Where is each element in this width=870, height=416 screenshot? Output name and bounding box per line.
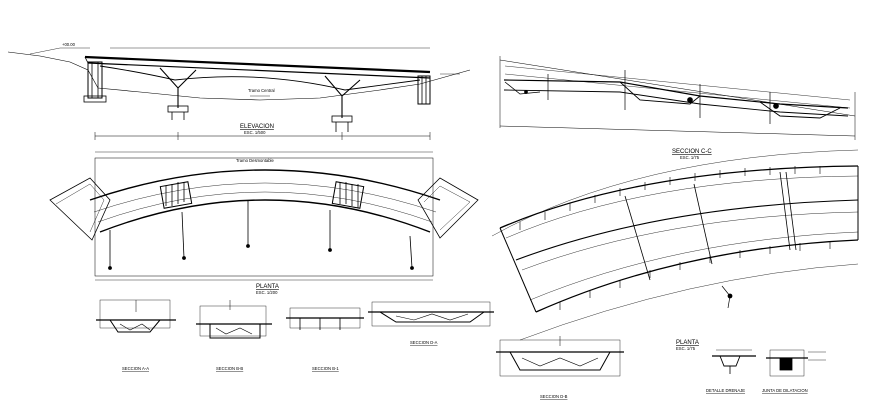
arch-left — [99, 65, 176, 81]
section-cc-title: SECCION C-C — [672, 149, 712, 155]
detail-joint-view — [766, 349, 826, 377]
section-db-title: SECCION D-B — [540, 394, 568, 399]
detail-joint-title: JUNTA DE DILATACION — [762, 388, 808, 393]
arch-right — [344, 79, 421, 91]
plan-left-view — [49, 151, 479, 281]
section-da-view — [368, 301, 494, 327]
plan-left-subtitle: ESC. 1/200 — [256, 290, 278, 295]
plan-right-outer — [499, 165, 859, 229]
elevation-left-label: +00.00 — [62, 42, 76, 47]
section-b1-view — [286, 307, 364, 330]
elevation-view — [7, 47, 471, 140]
wing-right — [417, 177, 479, 239]
abutment-left — [87, 61, 103, 99]
section-aa-title: SECCION A-A — [122, 366, 149, 371]
pier-block-1 — [159, 181, 193, 209]
section-cc-subtitle: ESC. 1/75 — [680, 155, 700, 160]
deck-bottom — [87, 62, 431, 79]
plan-right-title: PLANTA — [676, 340, 699, 346]
section-cc-view — [499, 56, 856, 140]
deck-top — [84, 55, 431, 74]
plan-deck-outer — [89, 169, 441, 201]
plan-right-inner — [535, 239, 859, 313]
pier-2 — [324, 75, 361, 118]
plan-left-title: PLANTA — [256, 284, 279, 290]
section-da-title: SECCION D-A — [410, 340, 438, 345]
elevation-center-label: Tramo Central — [248, 88, 275, 93]
section-bb-view — [196, 300, 272, 339]
plan-right-mid — [515, 199, 859, 261]
arch-mid — [174, 76, 346, 91]
wing-left — [49, 177, 111, 241]
detail-drain-title: DETALLE DRENAJE — [706, 388, 745, 393]
plan-right-view — [491, 149, 859, 341]
elevation-title: ELEVACION — [240, 124, 274, 130]
section-aa-view — [96, 299, 176, 333]
elevation-subtitle: ESC. 1/500 — [244, 130, 266, 135]
pier-1 — [159, 67, 197, 108]
abutment-right — [417, 75, 431, 105]
section-bb-title: SECCION B-B — [216, 366, 243, 371]
pier-block-2 — [331, 181, 365, 209]
section-db-view — [496, 336, 624, 377]
plan-deck-inner — [99, 199, 431, 233]
detail-drain-view — [712, 349, 756, 374]
section-cc-deck — [503, 79, 849, 109]
plan-right-subtitle: ESC. 1/75 — [676, 346, 696, 351]
section-b1-title: SECCION B-1 — [312, 366, 339, 371]
plan-left-center-label: Tramo Desmontable — [236, 158, 274, 163]
ground-line — [7, 51, 471, 101]
